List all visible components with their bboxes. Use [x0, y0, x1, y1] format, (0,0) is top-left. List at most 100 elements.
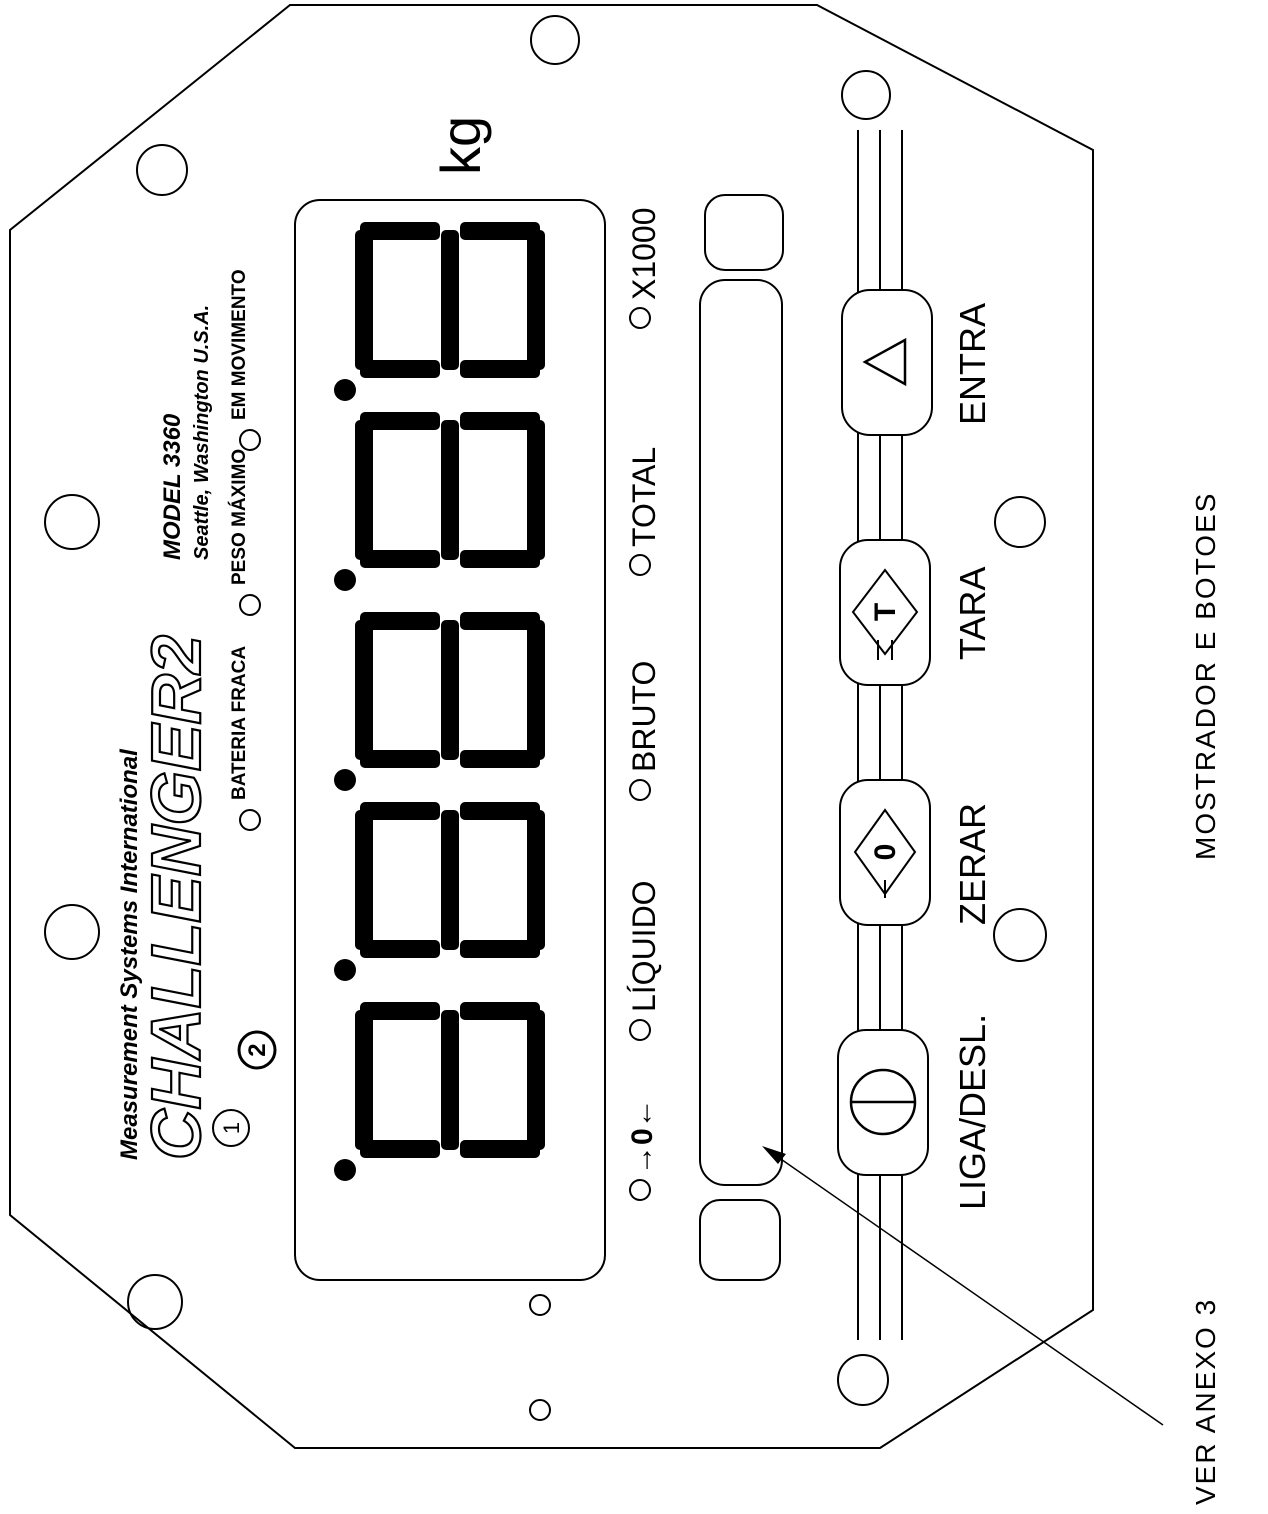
digit-segment: [460, 550, 540, 568]
digit-segment: [527, 420, 545, 560]
zero-diamond-icon: 0: [853, 808, 917, 898]
digit: [334, 1002, 545, 1181]
digit: [334, 802, 545, 981]
mounting-hole: [837, 1354, 889, 1406]
leader-line: [762, 1146, 1164, 1426]
slot-cap-bottom: [699, 1199, 781, 1281]
decimal-point: [334, 769, 356, 791]
digit-segment: [360, 360, 440, 378]
tare-button[interactable]: T TARA: [839, 539, 993, 686]
unit-label: kg: [429, 116, 492, 175]
indicator-label: EM MOVIMENTO: [229, 269, 250, 420]
digit-segment: [441, 230, 459, 370]
digit-segment: [360, 222, 440, 240]
tare-diamond-icon: T: [851, 568, 919, 660]
seven-segment-digits: [334, 222, 545, 1181]
decimal-point: [334, 569, 356, 591]
mounting-holes: [44, 15, 1047, 1421]
indicator-label: BRUTO: [626, 661, 662, 772]
digit-segment: [360, 550, 440, 568]
mounting-hole: [44, 904, 100, 960]
indicator-peso-maximo: PESO MÁXIMO: [228, 449, 261, 616]
decimal-point: [334, 379, 356, 401]
digit-segment: [360, 612, 440, 630]
digit-segment: [360, 1002, 440, 1020]
indicator-x1000: X1000: [626, 207, 662, 329]
digit-segment: [460, 612, 540, 630]
triangle-icon: [862, 337, 907, 387]
digit-segment: [360, 412, 440, 430]
digit-segment: [460, 750, 540, 768]
mounting-hole: [529, 1294, 551, 1316]
indicator-label: X1000: [626, 207, 662, 300]
digit-segment: [460, 1002, 540, 1020]
digit: [334, 412, 545, 591]
company-name: Measurement Systems International: [116, 748, 143, 1160]
logo-challenger: CHALLENGER2: [137, 635, 215, 1160]
button-label: ENTRA: [952, 303, 993, 425]
model-number: MODEL 3360: [159, 413, 186, 560]
svg-text:1: 1: [219, 1122, 244, 1134]
indicator-em-movimento: EM MOVIMENTO: [229, 269, 261, 451]
slot-cap-top: [704, 194, 784, 271]
digit-segment: [360, 750, 440, 768]
digit-segment: [460, 802, 540, 820]
digit-segment: [527, 810, 545, 950]
mounting-hole: [529, 1399, 551, 1421]
digit: [334, 222, 545, 401]
button-label: LIGA/DESL.: [952, 1014, 993, 1210]
zero-button[interactable]: 0 ZERAR: [839, 779, 993, 926]
indicator-label: TOTAL: [626, 447, 662, 547]
digit-segment: [441, 420, 459, 560]
indicator-label: BATERIA FRACA: [229, 646, 250, 800]
digit-segment: [355, 1010, 373, 1150]
indicator-label: →0←: [626, 1098, 659, 1175]
digit-segment: [460, 1140, 540, 1158]
digit-segment: [527, 620, 545, 760]
mounting-hole: [127, 1274, 183, 1330]
decimal-point: [334, 1159, 356, 1181]
power-icon: [849, 1068, 917, 1136]
button-label: ZERAR: [952, 803, 993, 925]
channel-1-badge: 1: [212, 1109, 250, 1147]
indicator-label: LÍQUIDO: [626, 880, 662, 1012]
digit-segment: [360, 802, 440, 820]
svg-text:2: 2: [244, 1043, 271, 1056]
digit-segment: [527, 230, 545, 370]
digit-segment: [460, 360, 540, 378]
mounting-hole: [993, 908, 1047, 962]
digit-segment: [441, 1010, 459, 1150]
mounting-hole: [44, 494, 100, 550]
digit-segment: [460, 412, 540, 430]
digit-segment: [355, 230, 373, 370]
digit-segment: [355, 620, 373, 760]
indicator-label: PESO MÁXIMO: [228, 449, 250, 585]
mounting-hole: [530, 15, 580, 65]
indicator-liquido: LÍQUIDO: [626, 880, 662, 1041]
button-label: TARA: [952, 567, 993, 660]
digit-segment: [355, 810, 373, 950]
power-button[interactable]: LIGA/DESL.: [837, 1014, 993, 1210]
indicator-bateria-fraca: BATERIA FRACA: [229, 646, 261, 831]
svg-text:0: 0: [869, 844, 902, 861]
indicator-total: TOTAL: [626, 447, 662, 576]
digit-segment: [441, 620, 459, 760]
decimal-point: [334, 959, 356, 981]
digit-segment: [460, 940, 540, 958]
indicator-bruto: BRUTO: [626, 661, 662, 801]
model-location: Seattle, Washington U.S.A.: [191, 305, 213, 560]
digit-segment: [527, 1010, 545, 1150]
svg-text:T: T: [869, 603, 902, 621]
panel-outline: [9, 4, 1094, 1449]
display-window: [294, 199, 606, 1281]
figure-caption: MOSTRADOR E BOTOES: [1190, 492, 1221, 860]
mounting-hole: [994, 496, 1046, 548]
enter-button[interactable]: ENTRA: [841, 289, 993, 436]
mounting-hole: [841, 70, 891, 120]
digit-segment: [355, 420, 373, 560]
digit-segment: [360, 940, 440, 958]
digit-segment: [460, 222, 540, 240]
digit: [334, 612, 545, 791]
reference-caption: VER ANEXO 3: [1190, 1298, 1221, 1505]
